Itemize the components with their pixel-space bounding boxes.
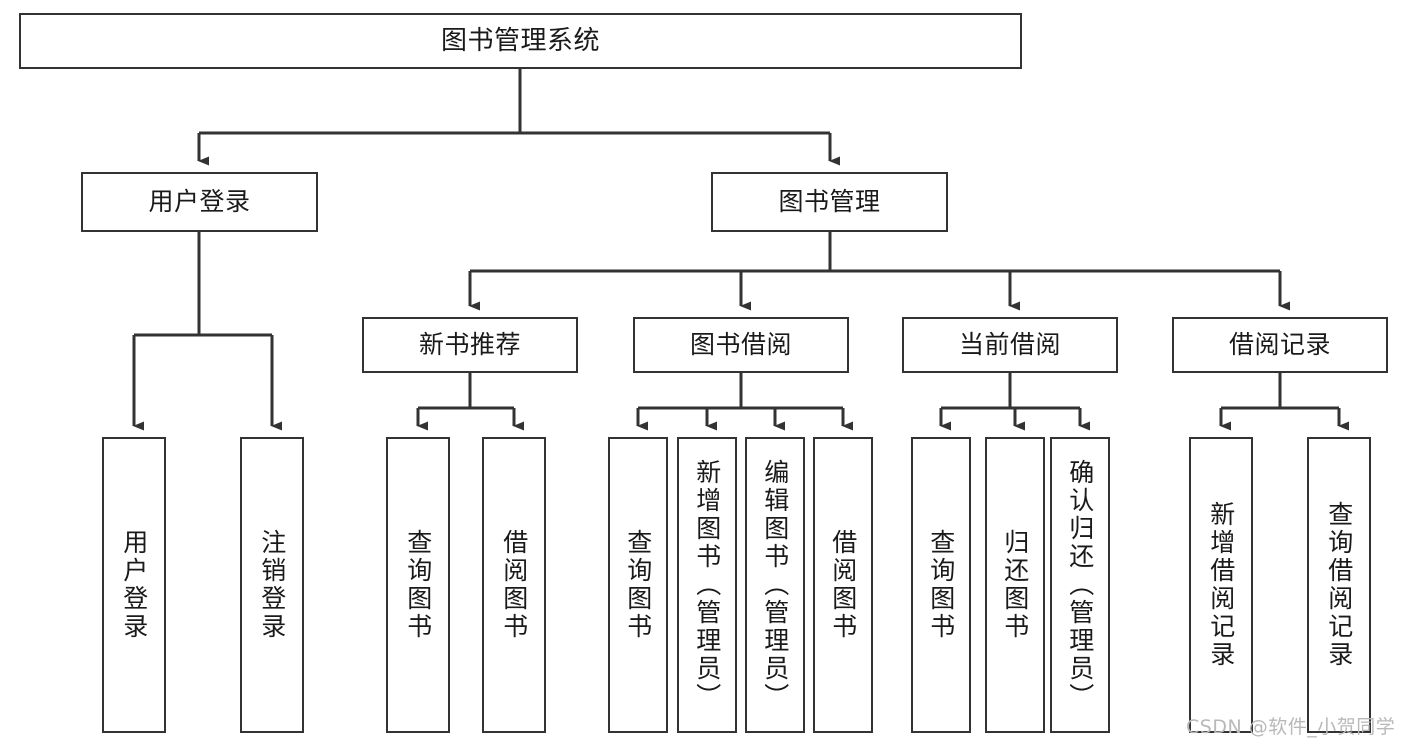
- node-leaf-add-book-admin[interactable]: 新增图书（管理员）: [677, 437, 737, 733]
- node-user-login[interactable]: 用户登录: [81, 172, 318, 232]
- node-book-borrow-label: 图书借阅: [689, 330, 792, 360]
- node-leaf-borrow-book-1-label: 借阅图书: [499, 529, 529, 641]
- node-user-login-label: 用户登录: [148, 187, 251, 217]
- node-leaf-query-borrow-record[interactable]: 查询借阅记录: [1307, 437, 1371, 733]
- node-leaf-user-logout[interactable]: 注销登录: [240, 437, 304, 733]
- node-leaf-user-logout-label: 注销登录: [257, 529, 287, 641]
- node-leaf-confirm-return-admin[interactable]: 确认归还（管理员）: [1050, 437, 1110, 733]
- node-leaf-user-login[interactable]: 用户登录: [102, 437, 166, 733]
- node-leaf-borrow-book-2[interactable]: 借阅图书: [813, 437, 873, 733]
- node-leaf-return-book-label: 归还图书: [1000, 529, 1030, 641]
- node-leaf-edit-book-admin[interactable]: 编辑图书（管理员）: [745, 437, 805, 733]
- node-leaf-return-book[interactable]: 归还图书: [985, 437, 1045, 733]
- node-new-book-recommend-label: 新书推荐: [418, 330, 521, 360]
- node-leaf-edit-book-admin-label: 编辑图书（管理员）: [760, 459, 790, 711]
- node-book-borrow[interactable]: 图书借阅: [633, 317, 849, 373]
- node-new-book-recommend[interactable]: 新书推荐: [362, 317, 578, 373]
- node-leaf-query-borrow-record-label: 查询借阅记录: [1324, 501, 1354, 669]
- node-leaf-query-book-1[interactable]: 查询图书: [386, 437, 450, 733]
- node-leaf-query-book-2[interactable]: 查询图书: [608, 437, 668, 733]
- node-current-borrow-label: 当前借阅: [958, 330, 1061, 360]
- node-book-manage-label: 图书管理: [778, 187, 881, 217]
- node-leaf-query-book-3[interactable]: 查询图书: [911, 437, 971, 733]
- node-leaf-confirm-return-admin-label: 确认归还（管理员）: [1065, 459, 1095, 711]
- node-leaf-borrow-book-1[interactable]: 借阅图书: [482, 437, 546, 733]
- node-leaf-query-book-2-label: 查询图书: [623, 529, 653, 641]
- node-leaf-add-book-admin-label: 新增图书（管理员）: [692, 459, 722, 711]
- node-borrow-record-label: 借阅记录: [1228, 330, 1331, 360]
- node-current-borrow[interactable]: 当前借阅: [902, 317, 1118, 373]
- node-leaf-add-borrow-record-label: 新增借阅记录: [1206, 501, 1236, 669]
- node-leaf-user-login-label: 用户登录: [119, 529, 149, 641]
- node-leaf-query-book-3-label: 查询图书: [926, 529, 956, 641]
- node-borrow-record[interactable]: 借阅记录: [1172, 317, 1388, 373]
- node-root-label: 图书管理系统: [440, 25, 600, 56]
- watermark-text: CSDN @软件_小贺同学: [1186, 716, 1396, 738]
- node-leaf-add-borrow-record[interactable]: 新增借阅记录: [1189, 437, 1253, 733]
- node-book-manage[interactable]: 图书管理: [711, 172, 948, 232]
- node-leaf-borrow-book-2-label: 借阅图书: [828, 529, 858, 641]
- node-leaf-query-book-1-label: 查询图书: [403, 529, 433, 641]
- node-root[interactable]: 图书管理系统: [19, 13, 1022, 69]
